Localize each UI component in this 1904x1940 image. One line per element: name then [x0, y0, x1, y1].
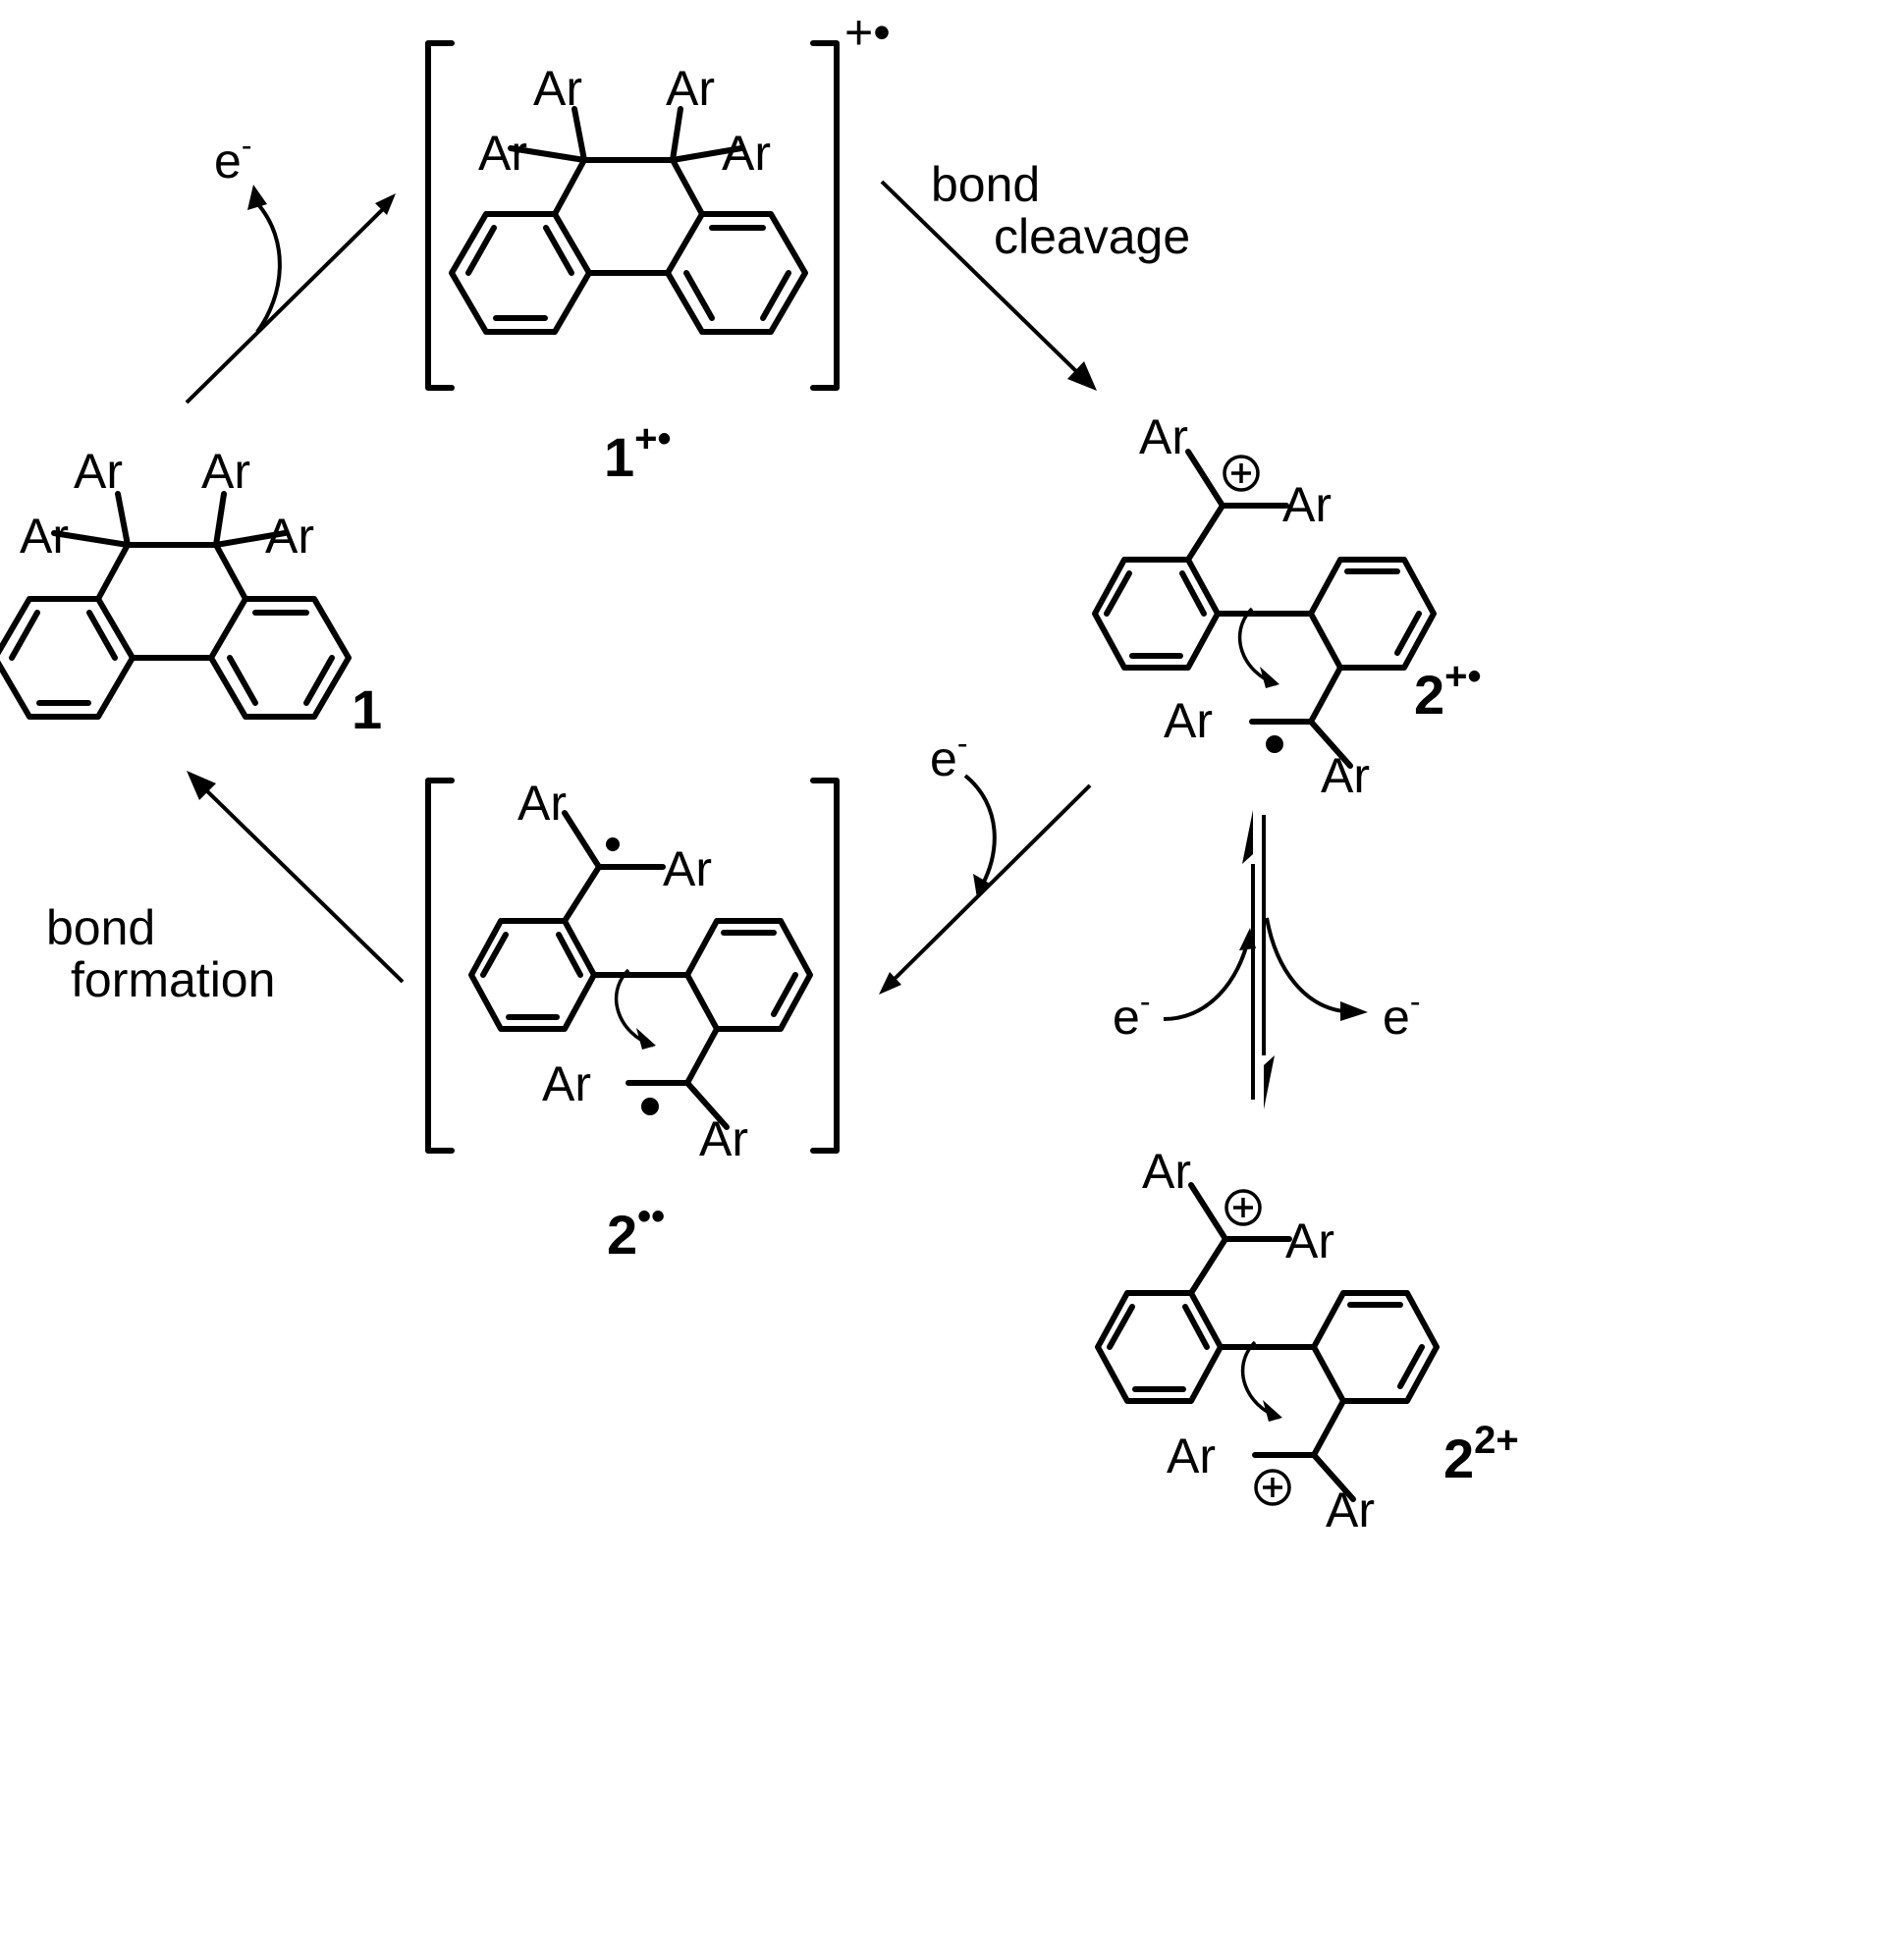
- ar-label: Ar: [1285, 1213, 1334, 1268]
- ar-label: Ar: [1326, 1482, 1375, 1537]
- redox-equilibrium-arrows: [1163, 810, 1368, 1109]
- left-bracket: [425, 40, 455, 391]
- ar-label: Ar: [533, 61, 582, 116]
- cation-symbol: [1254, 1469, 1291, 1506]
- compound-1-radical-cation-label: 1+•: [604, 417, 672, 488]
- ar-label: Ar: [1282, 477, 1332, 532]
- cation-symbol: [1224, 1189, 1262, 1226]
- bond-formation-arrow: [187, 771, 405, 984]
- ar-label: Ar: [1164, 693, 1213, 748]
- compound-1-label: 1: [352, 678, 382, 740]
- bond-formation-label: bond: [46, 900, 155, 955]
- ar-label: Ar: [517, 776, 567, 831]
- compound-2-dication-label: 22+: [1443, 1419, 1519, 1489]
- ar-label: Ar: [1167, 1428, 1216, 1483]
- electron-consumed-label: e-: [930, 726, 967, 786]
- bond-cleavage-arrow: [880, 180, 1097, 391]
- bond-formation-label: formation: [71, 952, 275, 1007]
- compound-2-radical-cation-structure: [1095, 452, 1434, 766]
- ar-label: Ar: [666, 61, 715, 116]
- left-bracket: [425, 778, 455, 1154]
- reduction-arrow: [879, 774, 1092, 995]
- ar-label: Ar: [663, 841, 712, 896]
- bracket-charge: +•: [844, 5, 891, 60]
- ar-label: Ar: [1321, 748, 1370, 803]
- radical-dot: [606, 837, 620, 851]
- ar-label: Ar: [1139, 409, 1188, 464]
- oxidation-arrow: [185, 185, 396, 404]
- ar-label: Ar: [201, 444, 250, 499]
- ar-label: Ar: [74, 444, 123, 499]
- radical-dot: [1266, 735, 1283, 753]
- ar-label: Ar: [478, 126, 527, 181]
- bond-cleavage-label: bond: [931, 157, 1040, 212]
- ar-label: Ar: [20, 509, 69, 564]
- bond-cleavage-label: cleavage: [994, 209, 1190, 264]
- electron-consumed-label: e-: [1113, 984, 1150, 1045]
- electron-released-label: e-: [214, 128, 251, 189]
- compound-2-diradical-structure: [471, 813, 810, 1127]
- ar-label: Ar: [1142, 1144, 1191, 1199]
- ar-label: Ar: [699, 1111, 748, 1166]
- right-bracket: [810, 778, 840, 1154]
- ar-label: Ar: [265, 509, 314, 564]
- ar-label: Ar: [722, 126, 771, 181]
- compound-2-radical-cation-label: 2+•: [1414, 655, 1482, 726]
- compound-2-diradical-label: 2••: [607, 1195, 665, 1266]
- ar-label: Ar: [542, 1056, 591, 1111]
- right-bracket: [810, 40, 840, 391]
- electron-released-label: e-: [1383, 984, 1420, 1045]
- radical-dot: [641, 1098, 659, 1115]
- compound-2-dication-structure: [1098, 1185, 1437, 1499]
- cation-symbol: [1223, 455, 1260, 492]
